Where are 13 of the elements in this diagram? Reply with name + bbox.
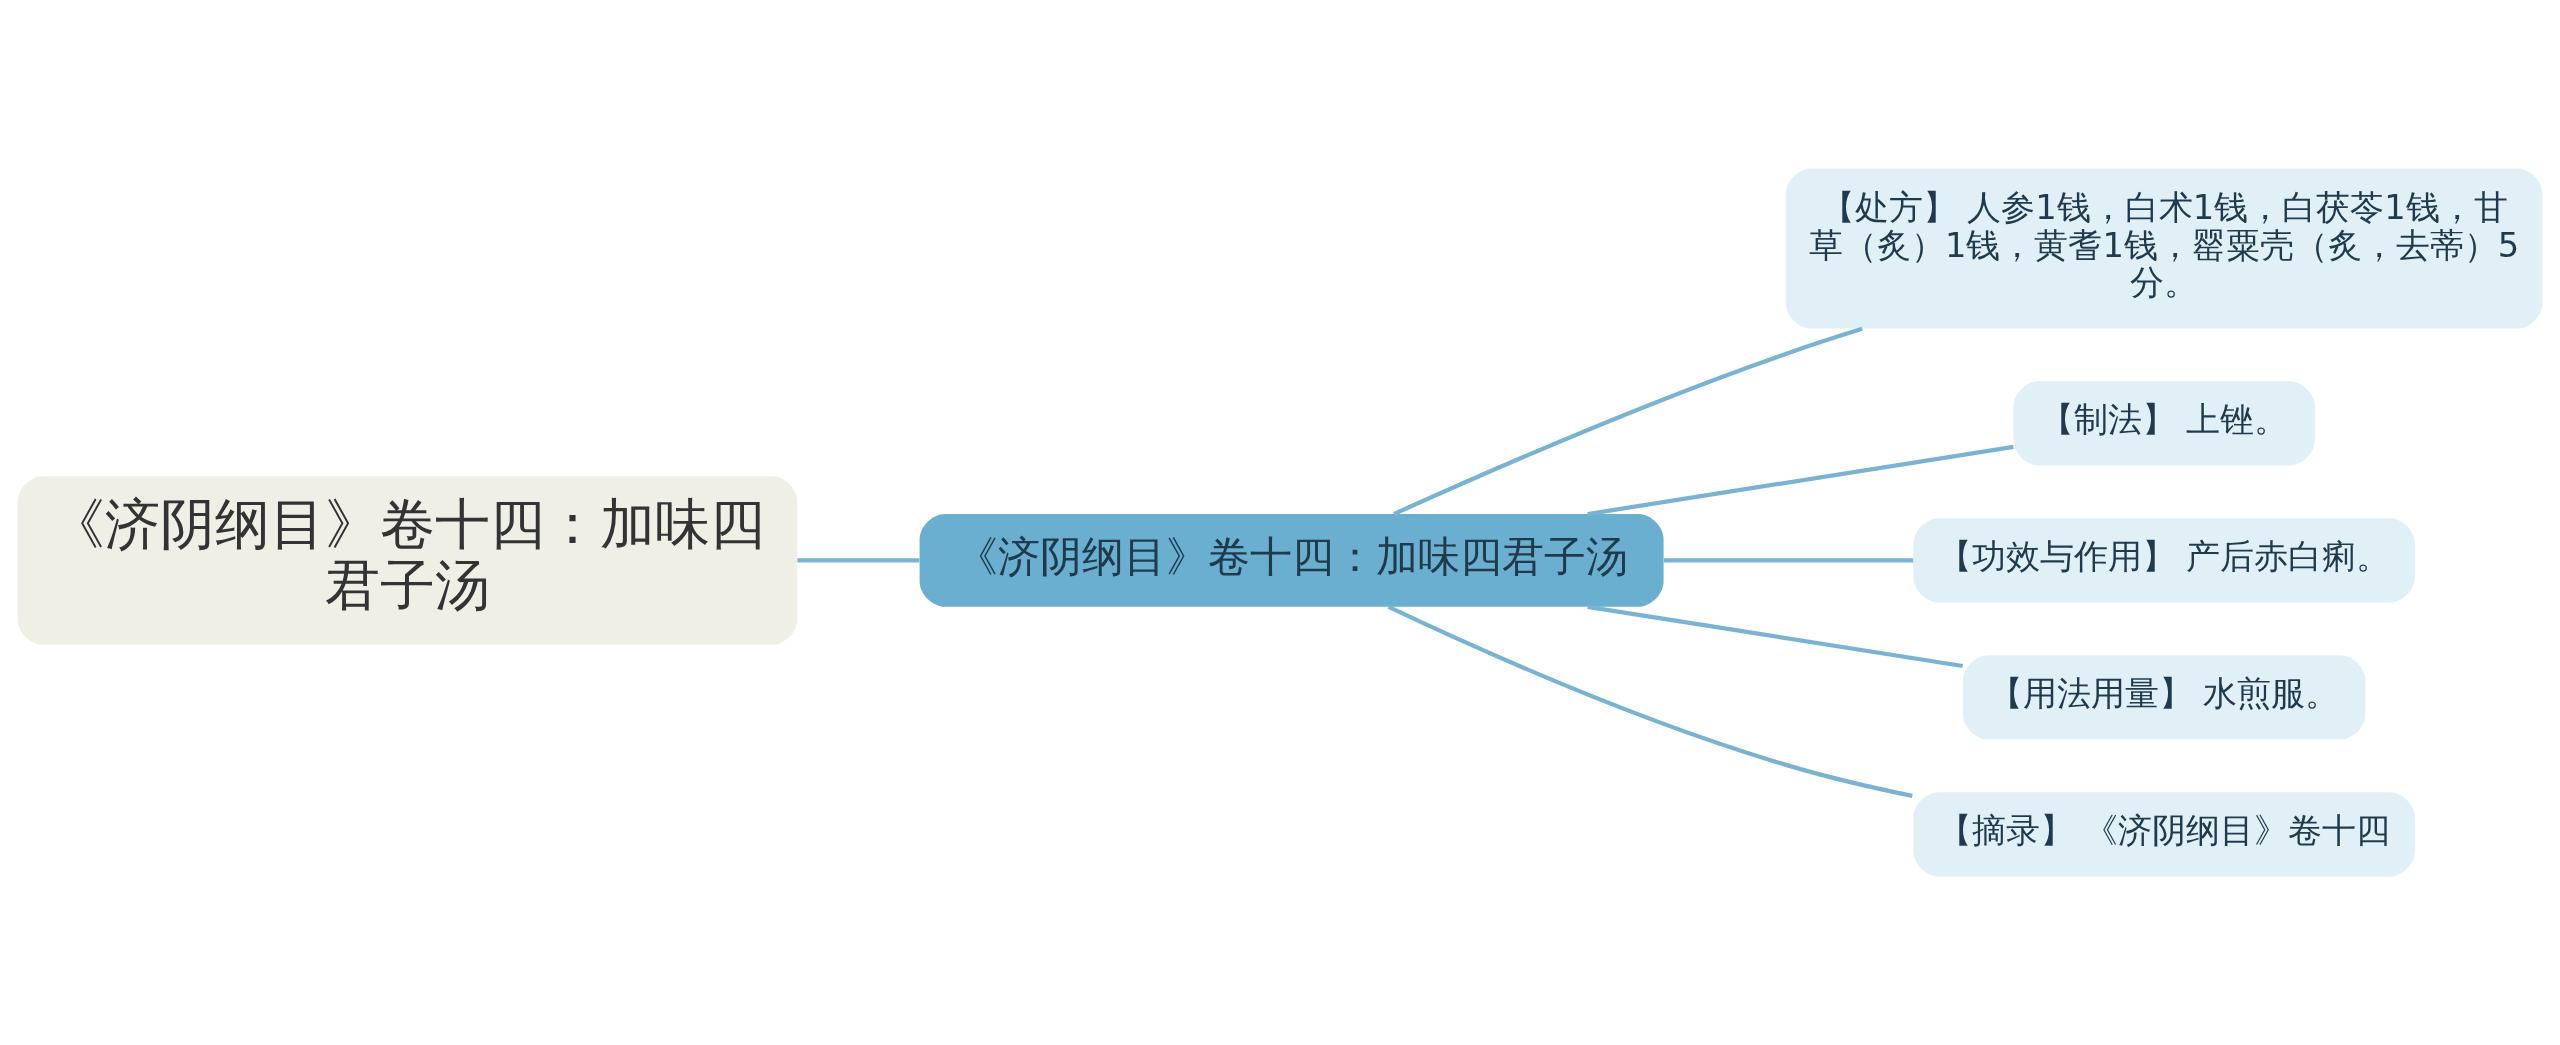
connector	[1587, 444, 2014, 517]
node-box: 《济阴纲目》卷十四：加味四君子汤	[919, 514, 1664, 607]
connector	[1663, 558, 1914, 563]
connector	[797, 558, 920, 563]
node-box: 《济阴纲目》卷十四：加味四君子汤	[17, 476, 798, 645]
connector	[1393, 326, 1863, 516]
connector	[1387, 605, 1913, 798]
node-box: 【用法用量】 水煎服。	[1962, 655, 2366, 740]
node-box: 【制法】 上锉。	[2013, 381, 2315, 466]
node-box: 【功效与作用】 产后赤白痢。	[1913, 518, 2415, 603]
node-box: 【处方】 人参1钱，白术1钱，白茯苓1钱，甘草（炙）1钱，黄耆1钱，罂粟壳（炙，去蒂）5分。	[1785, 168, 2543, 329]
connector	[1587, 604, 1964, 669]
node-box: 【摘录】 《济阴纲目》卷十四	[1913, 792, 2415, 877]
